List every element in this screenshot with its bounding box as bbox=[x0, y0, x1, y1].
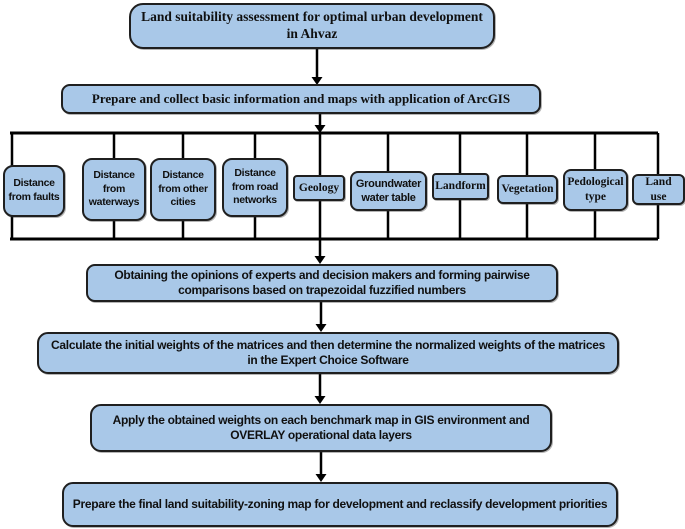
node-prepare-basic-info: Prepare and collect basic information an… bbox=[61, 84, 541, 114]
arrow-calculate-to-apply bbox=[314, 374, 326, 404]
arrow-prepare-to-bus bbox=[314, 113, 326, 133]
criteria-land-use: Land use bbox=[632, 174, 685, 205]
criteria-groundwater-table: Groundwater water table bbox=[350, 171, 427, 211]
criteria-distance-road-networks: Distance from road networks bbox=[222, 158, 288, 217]
node-calculate-weights: Calculate the initial weights of the mat… bbox=[37, 332, 619, 374]
node-apply-weights-overlay: Apply the obtained weights on each bench… bbox=[90, 404, 552, 452]
criteria-landform: Landform bbox=[432, 173, 489, 200]
criteria-distance-faults: Distance from faults bbox=[3, 165, 65, 217]
arrow-title-to-prepare bbox=[311, 49, 323, 85]
criteria-distance-waterways: Distance from waterways bbox=[82, 158, 146, 221]
criteria-geology: Geology bbox=[293, 175, 345, 201]
node-final-zoning-map: Prepare the final land suitability-zonin… bbox=[62, 482, 618, 527]
criteria-distance-other-cities: Distance from other cities bbox=[150, 158, 216, 221]
node-title: Land suitability assessment for optimal … bbox=[129, 3, 495, 49]
node-expert-opinions: Obtaining the opinions of experts and de… bbox=[86, 264, 558, 302]
criteria-pedological-type: Pedological type bbox=[563, 169, 628, 211]
arrow-apply-to-final bbox=[315, 452, 327, 482]
criteria-vegetation: Vegetation bbox=[497, 175, 558, 204]
arrow-opinions-to-calculate bbox=[315, 301, 327, 332]
arrow-bus-to-opinions bbox=[314, 240, 326, 264]
